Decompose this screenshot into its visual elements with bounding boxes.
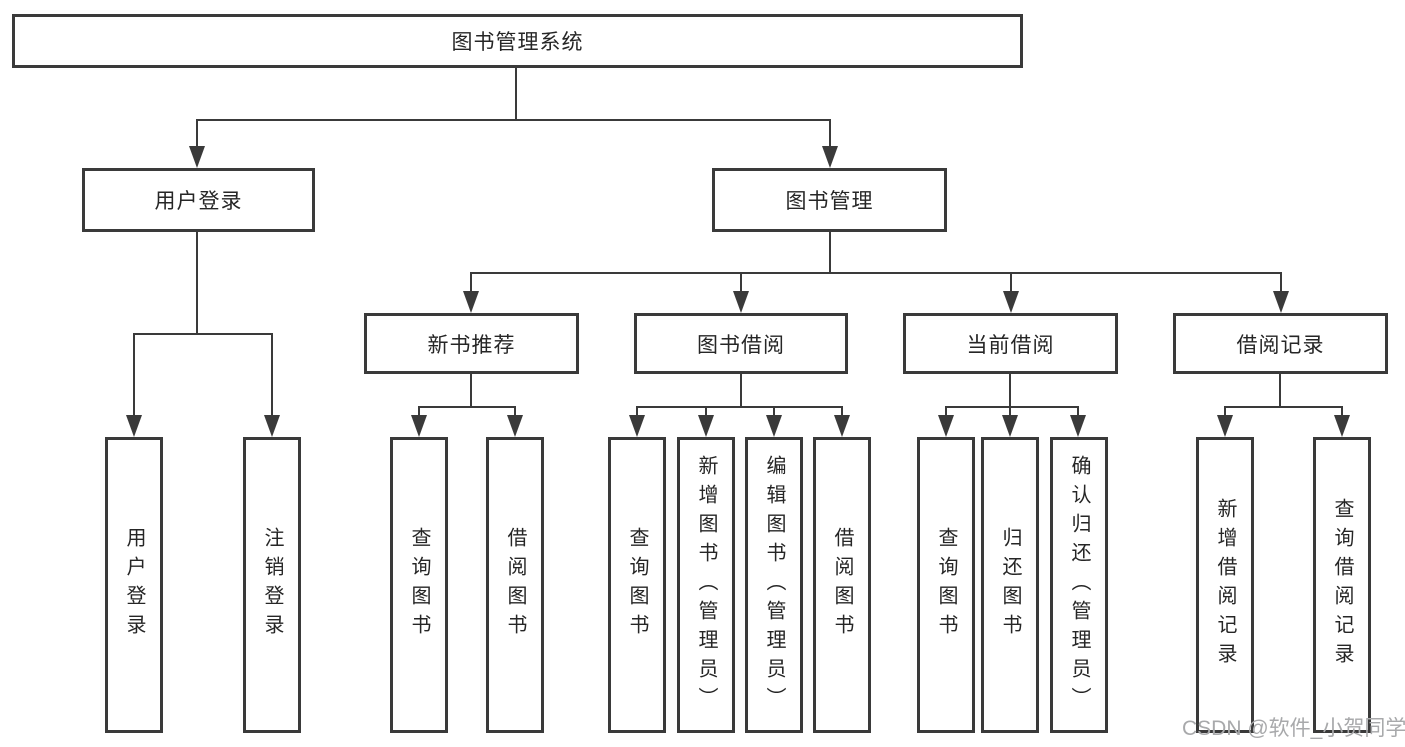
- arrow-down-icon: [938, 415, 954, 437]
- edge-leaf-shaft: [1009, 406, 1011, 418]
- arrow-down-icon: [766, 415, 782, 437]
- edge-to-leaf-login: [133, 333, 135, 417]
- node-current-borrow: 当前借阅: [903, 313, 1118, 374]
- arrow-down-icon: [411, 415, 427, 437]
- leaf-borrow-books-recommend: 借阅图书: [486, 437, 544, 733]
- edge-to-leaf-logout: [271, 333, 273, 417]
- arrow-down-icon: [1217, 415, 1233, 437]
- node-borrow-records: 借阅记录: [1173, 313, 1388, 374]
- edge-recommend-stem: [470, 374, 472, 408]
- leaf-logout: 注销登录: [243, 437, 301, 733]
- node-new-book-recommend: 新书推荐: [364, 313, 579, 374]
- arrow-down-icon: [189, 146, 205, 168]
- edge-bookmgmt-bus: [470, 272, 1282, 274]
- edge-leaf-shaft: [945, 406, 947, 418]
- leaf-borrow-books: 借阅图书: [813, 437, 871, 733]
- edge-recommend-bus: [418, 406, 516, 408]
- leaf-query-books-borrow: 查询图书: [608, 437, 666, 733]
- edge-records-bus: [1225, 406, 1343, 408]
- edge-leaf-shaft: [841, 406, 843, 418]
- leaf-confirm-return-admin: 确认归还（管理员）: [1050, 437, 1108, 733]
- leaf-return-books: 归还图书: [981, 437, 1039, 733]
- edge-root-stem: [515, 68, 517, 120]
- edge-leaf-shaft: [514, 406, 516, 418]
- leaf-user-login: 用户登录: [105, 437, 163, 733]
- arrow-down-icon: [733, 291, 749, 313]
- edge-bookmgmt-stem: [829, 232, 831, 274]
- edge-to-book-mgmt: [829, 119, 831, 147]
- edge-leaf-shaft: [418, 406, 420, 418]
- edge-records-stem: [1279, 374, 1281, 408]
- node-book-borrow: 图书借阅: [634, 313, 848, 374]
- leaf-query-borrow-record: 查询借阅记录: [1313, 437, 1371, 733]
- arrow-down-icon: [1003, 291, 1019, 313]
- leaf-edit-books-admin: 编辑图书（管理员）: [745, 437, 803, 733]
- edge-borrow-stem: [740, 374, 742, 408]
- arrow-down-icon: [698, 415, 714, 437]
- edge-leaf-shaft: [705, 406, 707, 418]
- arrow-down-icon: [1002, 415, 1018, 437]
- arrow-down-icon: [1273, 291, 1289, 313]
- edge-root-bus: [197, 119, 831, 121]
- edge-userlogin-stem: [196, 232, 198, 335]
- arrow-down-icon: [264, 415, 280, 437]
- edge-borrow-bus: [636, 406, 842, 408]
- edge-to-recommend: [470, 272, 472, 293]
- arrow-down-icon: [1070, 415, 1086, 437]
- edge-leaf-shaft: [773, 406, 775, 418]
- node-library-management-system: 图书管理系统: [12, 14, 1023, 68]
- edge-to-records: [1280, 272, 1282, 293]
- leaf-query-books-recommend: 查询图书: [390, 437, 448, 733]
- edge-current-bus: [945, 406, 1079, 408]
- edge-leaf-shaft: [636, 406, 638, 418]
- arrow-down-icon: [834, 415, 850, 437]
- edge-userlogin-bus: [133, 333, 273, 335]
- edge-to-user-login: [196, 119, 198, 147]
- edge-current-stem: [1009, 374, 1011, 408]
- csdn-watermark: CSDN @软件_小贺同学: [1182, 717, 1405, 740]
- arrow-down-icon: [463, 291, 479, 313]
- arrow-down-icon: [507, 415, 523, 437]
- edge-to-current: [1010, 272, 1012, 293]
- arrow-down-icon: [822, 146, 838, 168]
- leaf-add-books-admin: 新增图书（管理员）: [677, 437, 735, 733]
- leaf-add-borrow-record: 新增借阅记录: [1196, 437, 1254, 733]
- node-book-management: 图书管理: [712, 168, 947, 232]
- edge-leaf-shaft: [1341, 406, 1343, 418]
- leaf-query-books-current: 查询图书: [917, 437, 975, 733]
- node-user-login: 用户登录: [82, 168, 315, 232]
- arrow-down-icon: [1334, 415, 1350, 437]
- arrow-down-icon: [126, 415, 142, 437]
- edge-leaf-shaft: [1224, 406, 1226, 418]
- edge-to-borrow: [740, 272, 742, 293]
- arrow-down-icon: [629, 415, 645, 437]
- edge-leaf-shaft: [1077, 406, 1079, 418]
